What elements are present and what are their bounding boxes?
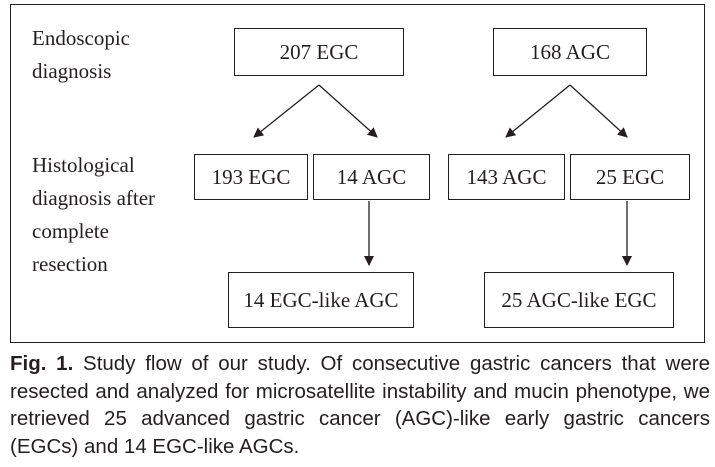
caption-label: Fig. 1.	[10, 352, 74, 375]
label-line: resection	[32, 252, 108, 276]
figure-caption: Fig. 1. Study flow of our study. Of cons…	[10, 350, 710, 460]
node-25-egc: 25 EGC	[570, 154, 690, 200]
arrow-207-to-193	[253, 84, 320, 138]
node-14-egc-like-agc: 14 EGC-like AGC	[228, 272, 414, 328]
arrow-207-to-14	[318, 84, 378, 138]
node-207-egc: 207 EGC	[234, 28, 404, 76]
label-line: diagnosis after	[32, 186, 156, 210]
diagram-frame	[10, 4, 705, 343]
node-168-agc: 168 AGC	[493, 28, 647, 76]
histological-diagnosis-label: Histological diagnosis after complete re…	[32, 149, 155, 281]
arrow-168-to-143	[505, 84, 571, 138]
endoscopic-diagnosis-label: Endoscopic diagnosis	[32, 22, 130, 88]
caption-text: Study flow of our study. Of consecutive …	[10, 352, 710, 458]
node-143-agc: 143 AGC	[448, 154, 565, 200]
node-25-agc-like-egc: 25 AGC-like EGC	[484, 272, 674, 328]
arrow-168-to-25	[569, 84, 628, 138]
label-line: Endoscopic	[32, 26, 130, 50]
label-line: complete	[32, 219, 109, 243]
node-193-egc: 193 EGC	[194, 154, 308, 200]
label-line: Histological	[32, 153, 135, 177]
label-line: diagnosis	[32, 59, 112, 83]
node-14-agc: 14 AGC	[313, 154, 430, 200]
